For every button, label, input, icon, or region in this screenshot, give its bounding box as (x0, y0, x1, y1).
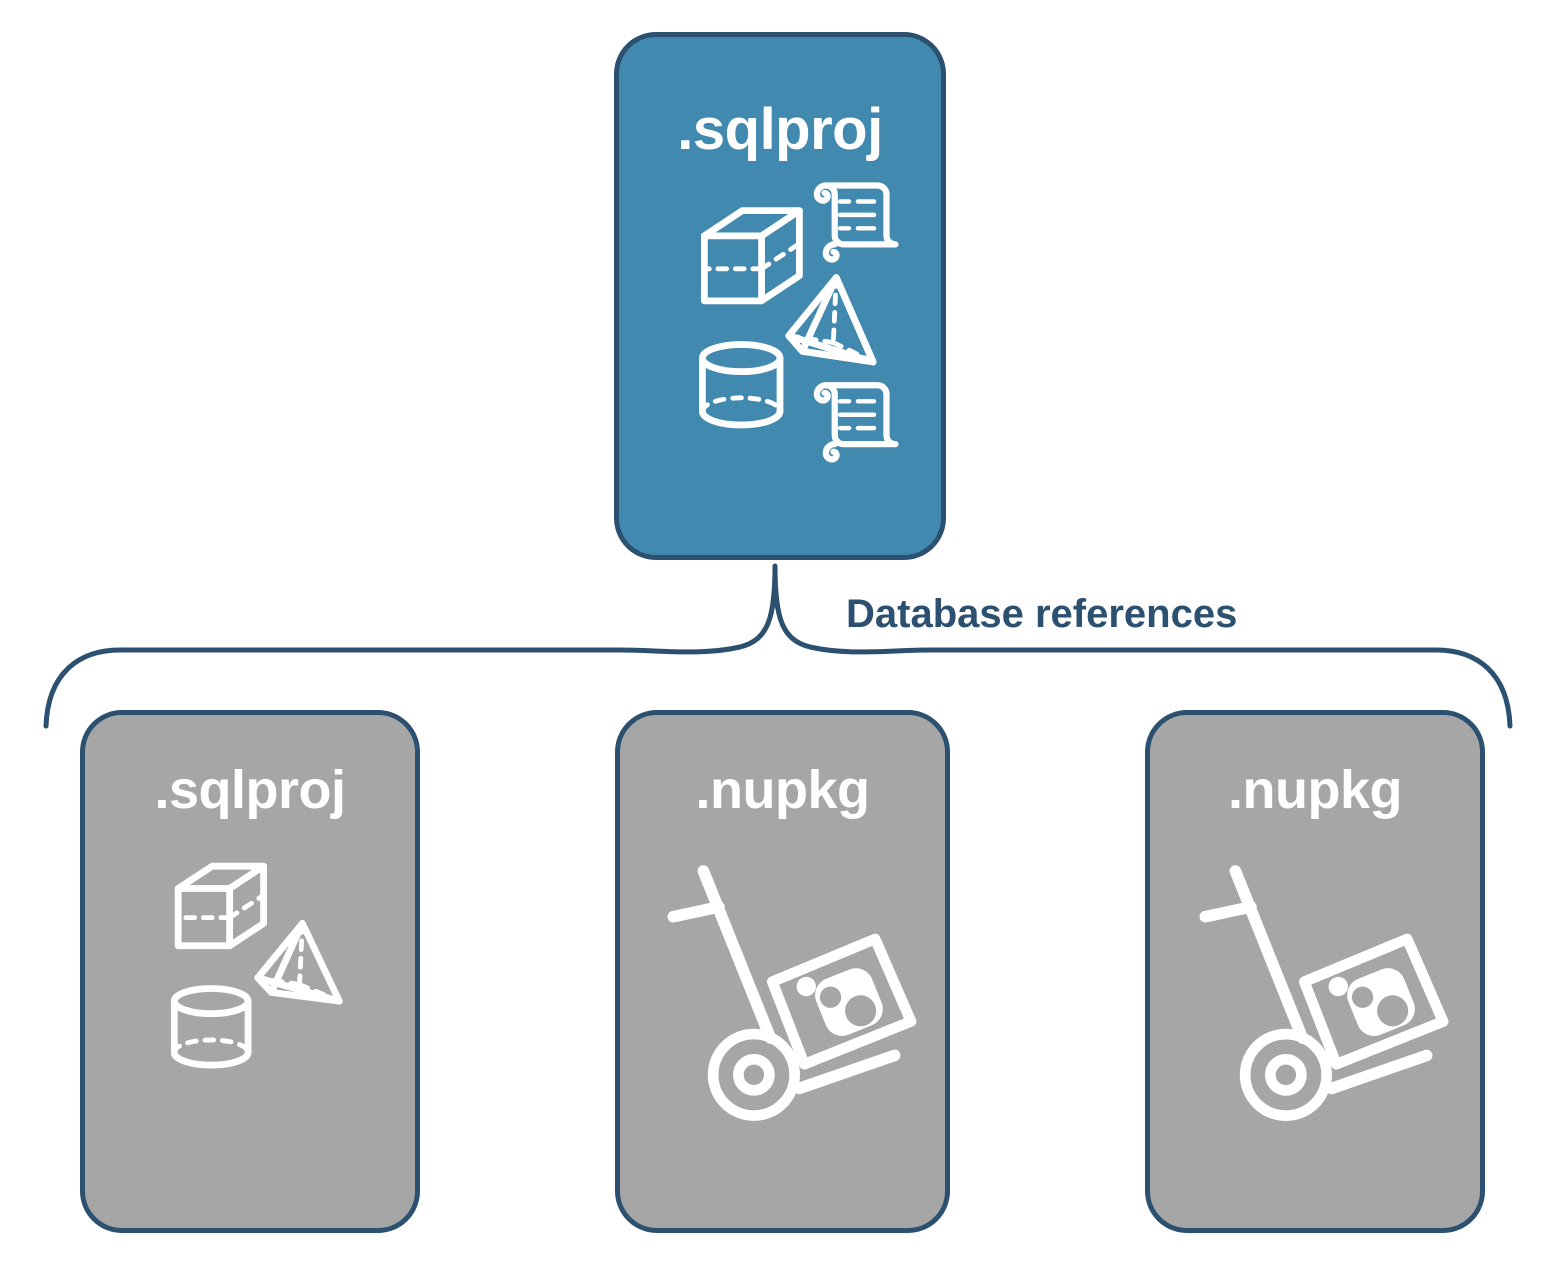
package-box-icon (1298, 933, 1449, 1070)
nuget-logo-dot (1328, 976, 1348, 997)
pyramid-wireframe-icon (254, 920, 343, 1005)
wheel-icon (1239, 1028, 1332, 1121)
nuget-logo-icon (815, 968, 883, 1036)
package-box-icon (766, 933, 917, 1070)
node-child-nupkg-1[interactable]: .nupkg (615, 710, 950, 1233)
node-child-nupkg-2[interactable]: .nupkg (1145, 710, 1485, 1233)
node-title: .nupkg (1228, 760, 1402, 820)
node-title: .sqlproj (677, 97, 883, 162)
nuget-logo-dot (796, 976, 816, 997)
nuget-logo-icon (1347, 968, 1415, 1036)
cylinder-wireframe-icon (170, 985, 252, 1069)
connector-label: Database references (846, 592, 1238, 636)
node-title: .sqlproj (154, 760, 346, 820)
wheel-icon (707, 1028, 800, 1121)
cube-wireframe-icon (174, 862, 267, 950)
hand-truck-icon (1199, 865, 1433, 1095)
node-title: .nupkg (695, 760, 870, 820)
node-child-sqlproj[interactable]: .sqlproj (80, 710, 420, 1233)
hand-truck-icon (667, 865, 901, 1095)
nuget-logo-holes (1351, 986, 1409, 1027)
nuget-logo-holes (819, 986, 877, 1027)
